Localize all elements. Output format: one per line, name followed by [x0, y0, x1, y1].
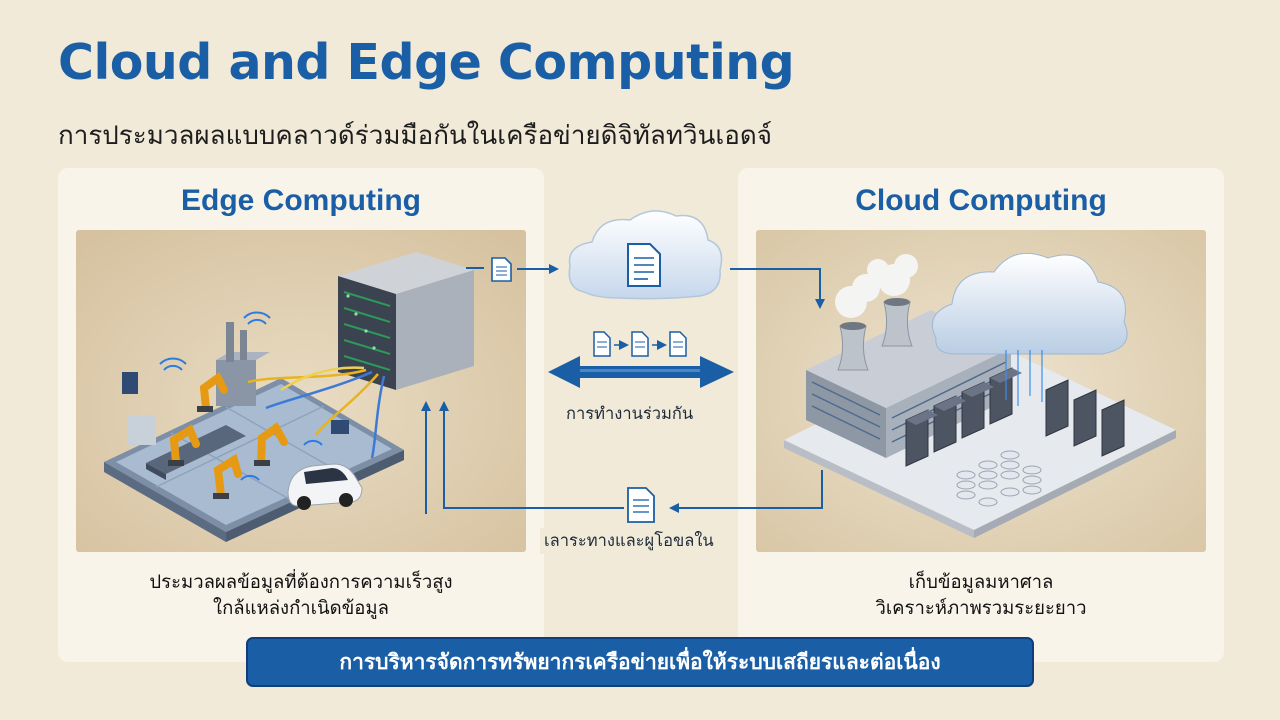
page-subtitle: การประมวลผลแบบคลาวด์ร่วมมือกันในเครือข่า… [58, 121, 772, 151]
document-icon [627, 243, 661, 287]
cloud-caption-line1: เก็บข้อมูลมหาศาล [908, 572, 1054, 593]
return-path-label: เลาระทางและผูโอขลใน [540, 528, 718, 554]
cloud-caption-line2: วิเคราะห์ภาพรวมระยะยาว [875, 598, 1087, 619]
wifi-icon [159, 311, 323, 481]
cloud-panel: Cloud Computing [738, 168, 1224, 662]
cloud-panel-title: Cloud Computing [855, 184, 1107, 217]
bidirectional-arrow [548, 356, 734, 388]
cloud-icon [568, 210, 723, 300]
server-rack-icon [338, 252, 474, 390]
edge-caption-line1: ประมวลผลข้อมูลที่ต้องการความเร็วสูง [149, 572, 453, 593]
robot-arm-icon [168, 372, 288, 499]
cloud-illustration [756, 230, 1206, 552]
edge-illustration [76, 230, 526, 552]
page-title: Cloud and Edge Computing [58, 34, 795, 91]
database-icon [956, 450, 1042, 507]
footer-banner: การบริหารจัดการทรัพยากรเครือข่ายเพื่อให้… [246, 637, 1034, 687]
collaboration-label: การทำงานร่วมกัน [566, 404, 694, 423]
edge-caption-line2: ใกล้แหล่งกำเนิดข้อมูล [213, 598, 389, 619]
document-chain-icon [593, 331, 687, 357]
edge-panel-title: Edge Computing [181, 184, 421, 217]
cloud-icon [932, 252, 1128, 406]
car-icon [287, 463, 363, 510]
edge-panel: Edge Computing [58, 168, 544, 662]
document-icon [627, 487, 655, 523]
